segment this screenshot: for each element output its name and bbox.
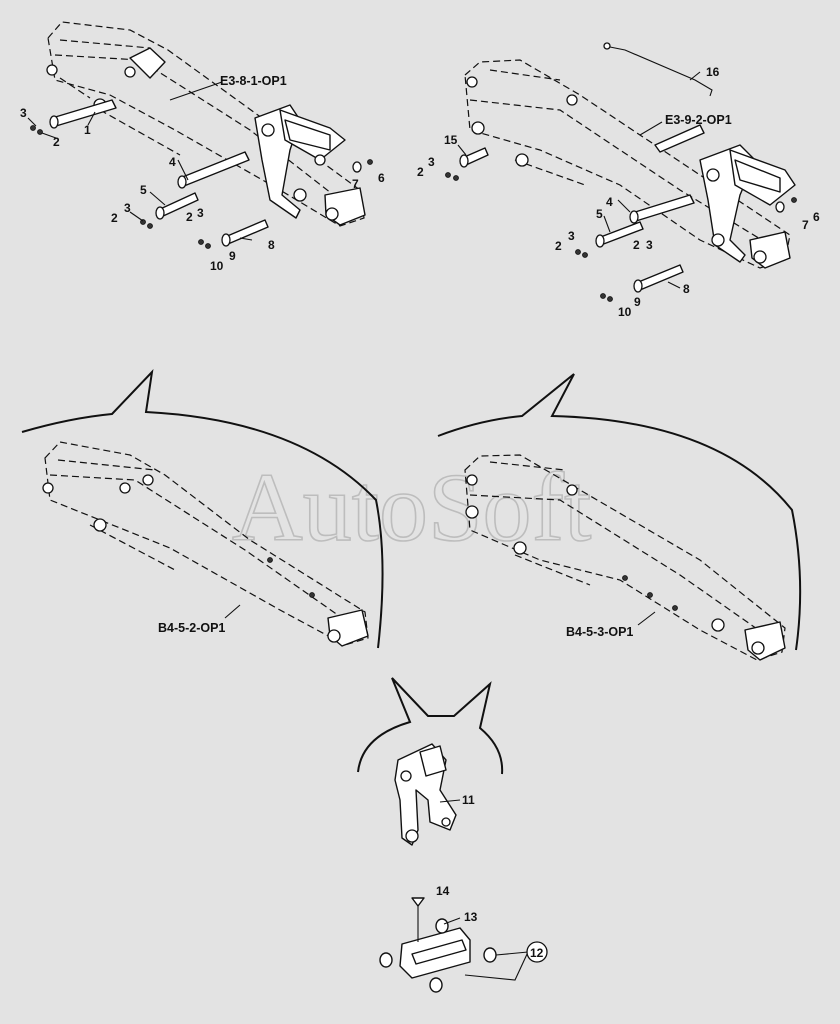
callout-16: 16 [706, 65, 720, 79]
callout-7-tl: 7 [352, 177, 359, 191]
ref-label-top-right: E3-9-2-OP1 [665, 113, 732, 127]
ref-label-mid-right: B4-5-3-OP1 [566, 625, 633, 639]
callout-8-tr: 8 [683, 282, 690, 296]
callout-10-tl: 10 [210, 259, 224, 273]
callout-10-tr: 10 [618, 305, 632, 319]
callout-2-tr-c: 2 [633, 238, 640, 252]
callout-3-tr-c: 3 [646, 238, 653, 252]
callout-2-tr-a: 2 [417, 165, 424, 179]
bushing-set [379, 897, 548, 993]
callout-8-tl: 8 [268, 238, 275, 252]
arm-variant-left [21, 369, 384, 649]
callout-13: 13 [464, 910, 478, 924]
callout-2-tl-b: 2 [111, 211, 118, 225]
callout-3-tl-b: 3 [124, 201, 131, 215]
callout-1-tl: 1 [84, 123, 91, 137]
watermark: AutoSoft [232, 454, 591, 562]
callout-2-tl-a: 2 [53, 135, 60, 149]
callout-3-tr-a: 3 [428, 155, 435, 169]
callout-6-tr: 6 [813, 210, 820, 224]
ref-label-top-left: E3-8-1-OP1 [220, 74, 287, 88]
ref-label-mid-left: B4-5-2-OP1 [158, 621, 225, 635]
callout-9-tl: 9 [229, 249, 236, 263]
callout-7-tr: 7 [802, 218, 809, 232]
callout-11: 11 [462, 793, 475, 807]
callout-2-tl-c: 2 [186, 210, 193, 224]
callout-4-tl: 4 [169, 155, 176, 169]
callout-4-tr: 4 [606, 195, 613, 209]
callout-3-tl-a: 3 [20, 106, 27, 120]
callout-14: 14 [436, 884, 450, 898]
callout-3-tr-b: 3 [568, 229, 575, 243]
callout-12: 12 [530, 946, 544, 960]
callout-15: 15 [444, 133, 458, 147]
callout-2-tr-b: 2 [555, 239, 562, 253]
callout-3-tl-c: 3 [197, 206, 204, 220]
arm-assembly-top-left [27, 21, 373, 249]
callout-5-tl: 5 [140, 183, 147, 197]
arm-assembly-top-right [445, 42, 797, 302]
callout-5-tr: 5 [596, 207, 603, 221]
callout-6-tl: 6 [378, 171, 385, 185]
link-detail [357, 677, 504, 846]
arm-variant-right [437, 373, 802, 661]
callout-9-tr: 9 [634, 295, 641, 309]
